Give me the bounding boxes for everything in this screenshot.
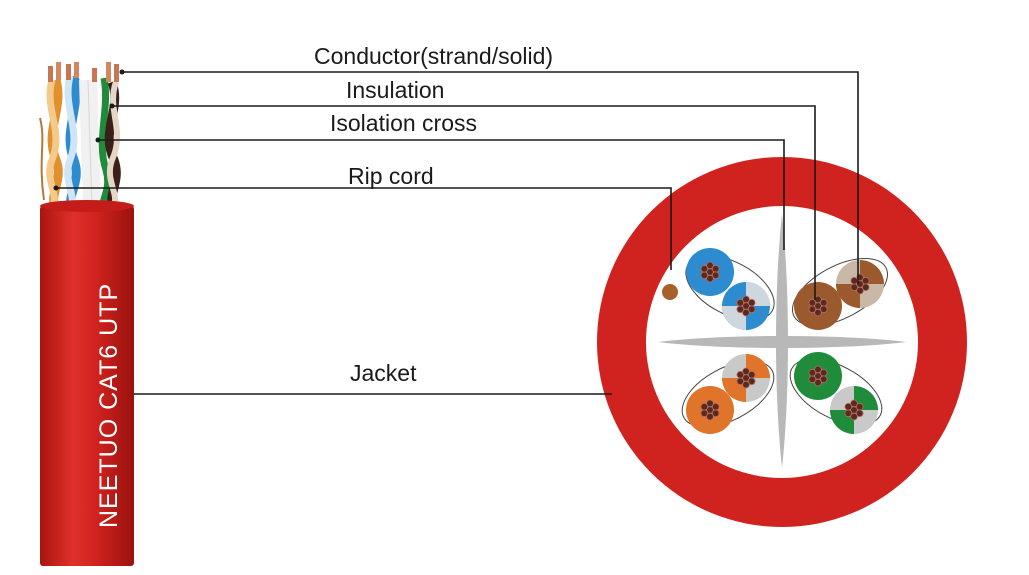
leader-rip-cord xyxy=(56,187,672,270)
rip-cord-dot xyxy=(662,284,678,300)
label-isolation-cross: Isolation cross xyxy=(330,110,477,136)
labels: Conductor(strand/solid) Insulation Isola… xyxy=(314,43,553,386)
isolation-cross xyxy=(658,214,906,468)
leader-lines xyxy=(53,69,859,395)
twisted-pair-green xyxy=(789,352,883,434)
leader-isolation-cross xyxy=(98,139,785,250)
cable-side-view: NEETUO CAT6 UTP xyxy=(39,62,134,566)
label-rip-cord: Rip cord xyxy=(348,163,434,189)
cable-jacket-top-edge xyxy=(40,200,134,212)
twisted-pair-blue xyxy=(685,248,775,330)
label-jacket: Jacket xyxy=(350,360,417,386)
cable-brand-print: NEETUO CAT6 UTP xyxy=(95,283,123,528)
cable-jacket-body xyxy=(40,206,134,566)
leader-insulation xyxy=(112,105,816,300)
exposed-twisted-pairs xyxy=(39,62,121,211)
label-conductor: Conductor(strand/solid) xyxy=(314,43,553,69)
leader-conductor xyxy=(122,71,859,284)
twisted-pair-brown xyxy=(791,257,889,330)
twisted-pair-orange xyxy=(681,354,775,434)
label-insulation: Insulation xyxy=(346,77,444,103)
cable-cross-section xyxy=(597,157,967,527)
